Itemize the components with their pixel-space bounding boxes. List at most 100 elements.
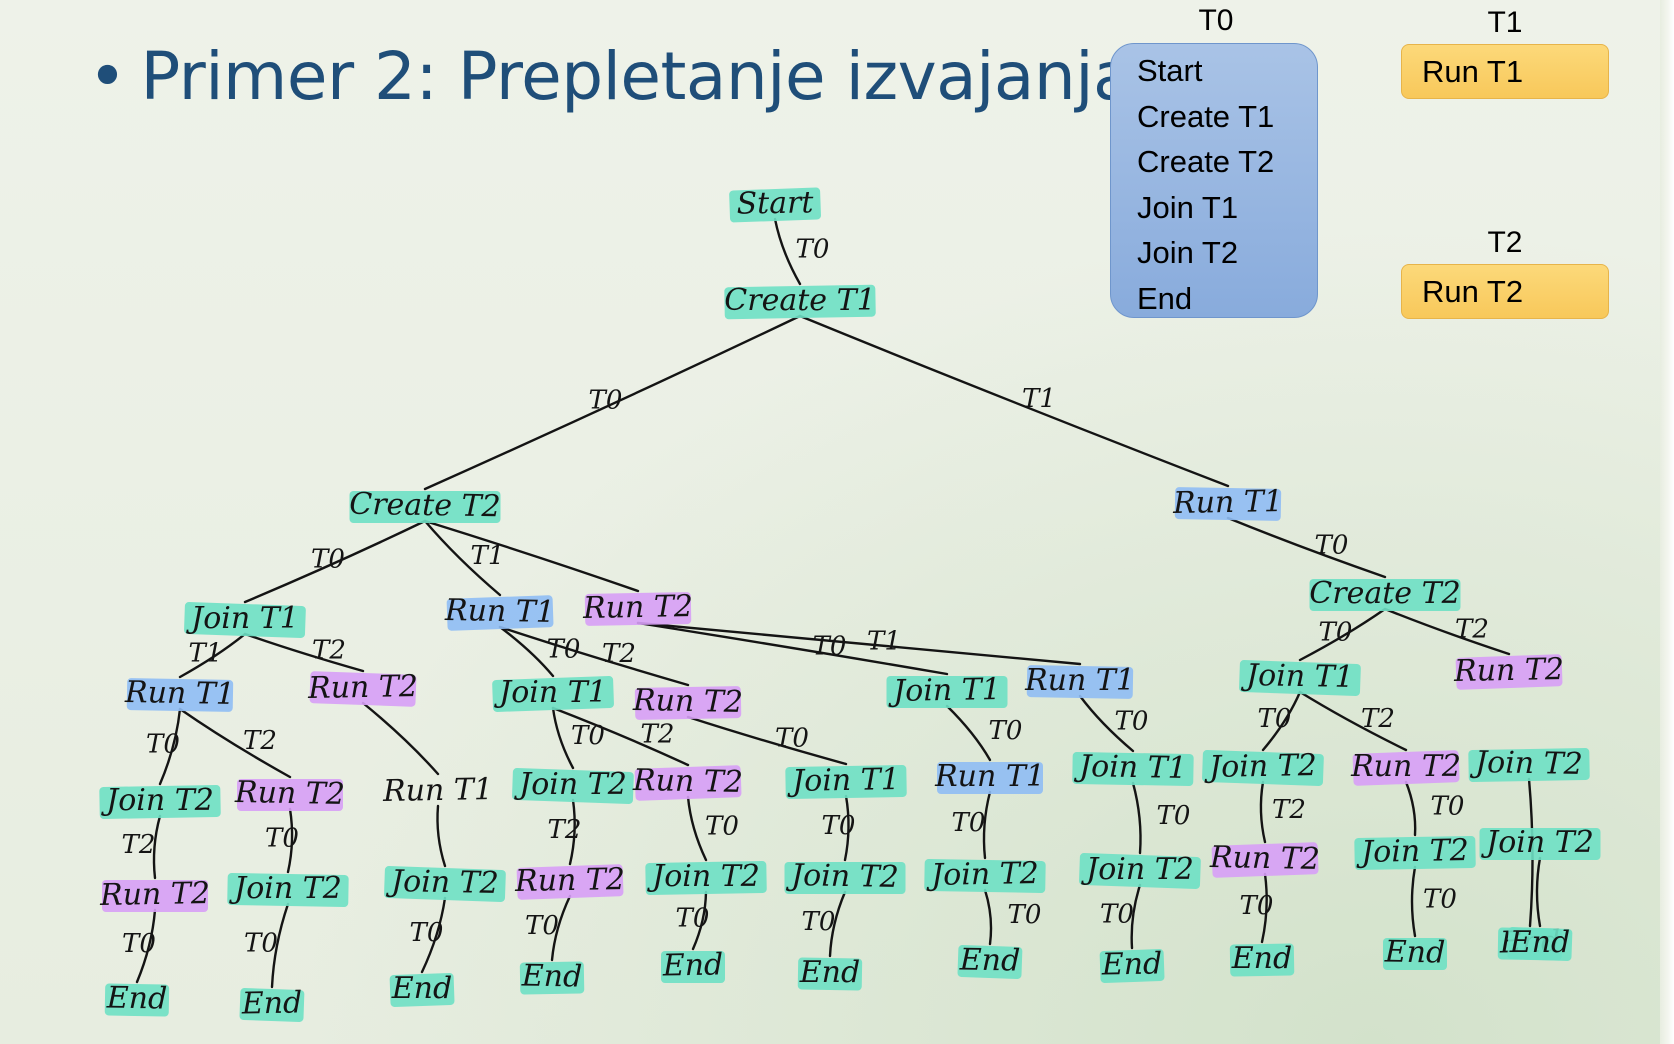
node-highlight	[99, 785, 221, 819]
tree-node: Run T2	[1453, 652, 1564, 690]
node-highlight	[1072, 752, 1194, 786]
node-highlight	[645, 861, 767, 895]
tree-edge	[551, 706, 690, 767]
edge-label: T1	[471, 541, 505, 571]
title-text: Primer 2: Prepletanje izvajanja	[140, 38, 1133, 115]
tree-edge	[982, 790, 992, 860]
tree-node: End	[389, 971, 455, 1007]
tree-node: End	[519, 958, 585, 995]
edge-label: T2	[122, 830, 156, 860]
node-label: Run T1	[1172, 484, 1283, 521]
tree-edge	[286, 807, 294, 874]
node-label: Run T1	[934, 759, 1045, 794]
node-highlight	[1079, 853, 1201, 889]
node-label: Create T1	[724, 283, 875, 318]
node-highlight	[957, 945, 1023, 979]
node-highlight	[309, 671, 417, 707]
tree-node: End	[1383, 934, 1447, 971]
t0-line-4: Join T1	[1137, 189, 1239, 225]
edge-label: T0	[813, 632, 847, 662]
tree-edge	[1259, 780, 1267, 844]
tree-edge	[1130, 883, 1142, 950]
node-highlight	[784, 862, 906, 894]
node-highlight	[519, 961, 585, 995]
edge-label: T0	[1115, 707, 1149, 737]
tree-edge	[1260, 872, 1268, 944]
node-label: Run T2	[99, 876, 210, 913]
edge-label: T0	[244, 929, 278, 959]
node-label: Join T2	[1080, 852, 1194, 887]
tree-node: Join T2	[227, 871, 349, 907]
tree-edge	[178, 707, 292, 779]
edge-label: T2	[602, 639, 636, 669]
tree-edge	[436, 804, 447, 868]
tree-edge	[270, 902, 290, 989]
node-highlight	[729, 187, 821, 223]
tree-edge	[1298, 690, 1408, 752]
t0-line-3: Create T2	[1137, 144, 1275, 179]
edge-label: T1	[1022, 384, 1056, 414]
edge-label: T0	[802, 907, 836, 937]
node-highlight	[797, 957, 863, 991]
node-label: Run T2	[1209, 840, 1320, 877]
edge-label: T0	[989, 716, 1023, 746]
node-highlight	[584, 592, 692, 626]
edge-label: T2	[1455, 615, 1489, 645]
node-label: Run T2	[632, 763, 743, 800]
tree-edge	[498, 625, 555, 678]
node-highlight	[1202, 750, 1324, 786]
node-highlight	[389, 973, 455, 1007]
tree-edge	[423, 314, 802, 491]
tree-node: Join T2	[1354, 833, 1476, 870]
edge-label: T0	[775, 724, 809, 754]
edge-label: T0	[410, 918, 444, 948]
tree-edge	[828, 890, 847, 958]
t2-line-1: Run T2	[1422, 274, 1524, 309]
node-highlight	[184, 602, 306, 638]
node-label: End	[661, 947, 723, 983]
node-highlight	[1352, 750, 1460, 786]
edge-label: T2	[1361, 704, 1395, 734]
edge-label: T0	[676, 904, 710, 934]
tree-node: Join T2	[99, 783, 221, 819]
edge-label: T0	[525, 911, 559, 941]
edge-label: T0	[1008, 900, 1042, 930]
node-highlight	[446, 595, 554, 631]
edge-label: T0	[265, 824, 299, 854]
edge-label: T0	[705, 812, 739, 842]
tree-node: Run T2	[307, 669, 418, 707]
tree-node: End	[661, 947, 725, 984]
slide-title: •Primer 2: Prepletanje izvajanja	[88, 38, 1133, 115]
tree-node: Join T1	[184, 601, 306, 638]
edge-label: T0	[122, 929, 156, 959]
tree-edge	[1078, 694, 1135, 753]
tree-node: Join T2	[1079, 852, 1201, 889]
node-label: Join T2	[646, 859, 760, 894]
tree-node: Join T1	[886, 672, 1008, 709]
tree-node: Run T1	[1024, 663, 1135, 699]
node-highlight	[1455, 654, 1563, 690]
tree-node: Create T1	[724, 283, 876, 320]
tree-node: End	[797, 955, 863, 991]
node-label: Join T2	[1469, 745, 1583, 782]
tree-edge	[983, 888, 993, 946]
node-label: Run T2	[234, 775, 345, 812]
node-highlight	[239, 988, 305, 1022]
edge-label: T0	[1240, 891, 1274, 921]
node-label: Run T1	[444, 593, 555, 630]
node-label: Join T2	[513, 767, 627, 802]
node-highlight	[1174, 487, 1282, 521]
tree-edge	[498, 625, 690, 687]
node-highlight	[634, 686, 742, 720]
thread-t0-code-box: Start Create T1 Create T2 Join T1 Join T…	[1110, 43, 1318, 318]
thread-t1-heading: T1	[1487, 6, 1523, 39]
tree-node: Join T1	[1239, 658, 1361, 696]
node-label: End	[391, 971, 452, 1006]
edge-label: T0	[1258, 704, 1292, 734]
tree-edge	[135, 908, 157, 984]
node-label: Run T2	[1350, 749, 1461, 784]
tree-edge	[1404, 780, 1417, 837]
node-label: End	[1231, 941, 1292, 976]
node-highlight	[634, 765, 742, 801]
tree-node: End	[1099, 946, 1165, 983]
